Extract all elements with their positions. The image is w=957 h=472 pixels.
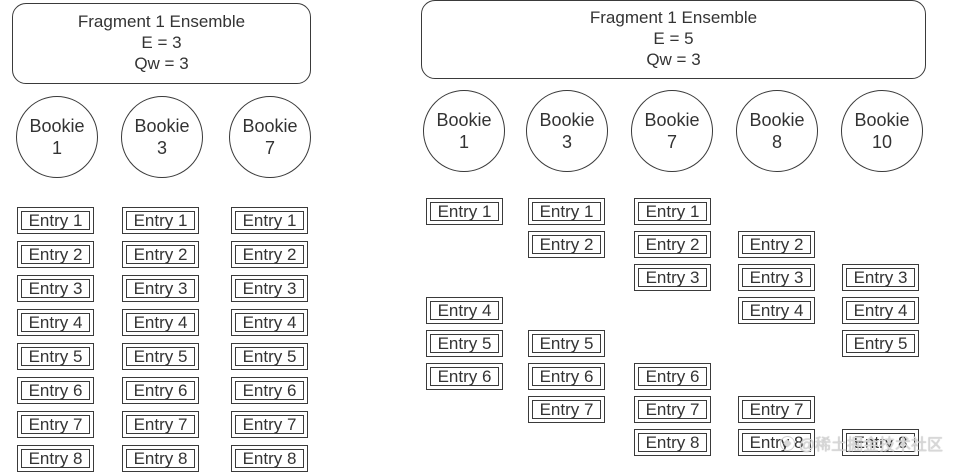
ledger-entry: Entry 6: [122, 377, 199, 404]
ledger-entry: Entry 4: [17, 309, 94, 336]
ledger-entry: Entry 2: [634, 231, 711, 258]
ledger-entry: Entry 7: [122, 411, 199, 438]
bookie-id: 7: [264, 138, 275, 158]
ledger-entry: Entry 7: [231, 411, 308, 438]
bookie-label: Bookie: [242, 116, 298, 136]
bookie-label: Bookie: [854, 110, 910, 130]
ledger-entry: Entry 5: [528, 330, 605, 357]
ledger-entry: Entry 7: [528, 396, 605, 423]
bookie-label: Bookie: [644, 110, 700, 130]
ledger-entry: Entry 4: [231, 309, 308, 336]
ensemble-size: E = 3: [141, 33, 182, 52]
bookie-id: 3: [156, 138, 167, 158]
ledger-entry: Entry 6: [426, 363, 503, 390]
ledger-entry: Entry 4: [842, 297, 919, 324]
bookie-label: Bookie: [134, 116, 190, 136]
bookie-label: Bookie: [749, 110, 805, 130]
ledger-entry: Entry 1: [122, 207, 199, 234]
ledger-entry: Entry 8: [231, 445, 308, 472]
write-quorum: Qw = 3: [646, 50, 701, 69]
ledger-entry: Entry 2: [738, 231, 815, 258]
ledger-entry: Entry 4: [122, 309, 199, 336]
ensemble-size: E = 5: [653, 29, 694, 48]
ensemble-title: Fragment 1 Ensemble: [77, 12, 246, 31]
ledger-entry: Entry 3: [738, 264, 815, 291]
bookie-label: Bookie: [436, 110, 492, 130]
ledger-entry: Entry 7: [634, 396, 711, 423]
ensemble-box: Fragment 1 Ensemble E = 3 Qw = 3: [12, 3, 311, 84]
ledger-entry: Entry 3: [231, 275, 308, 302]
bookie-label: Bookie: [29, 116, 85, 136]
bookie-id: 10: [871, 132, 893, 152]
ledger-entry: Entry 8: [634, 429, 711, 456]
ledger-entry: Entry 1: [231, 207, 308, 234]
ledger-entry: Entry 3: [634, 264, 711, 291]
ledger-entry: Entry 3: [842, 264, 919, 291]
write-quorum: Qw = 3: [134, 54, 189, 73]
ledger-entry: Entry 8: [842, 429, 919, 456]
ledger-entry: Entry 8: [17, 445, 94, 472]
bookie-id: 1: [51, 138, 62, 158]
ledger-entry: Entry 6: [17, 377, 94, 404]
ensemble-box: Fragment 1 Ensemble E = 5 Qw = 3: [421, 0, 926, 79]
bookie-id: 1: [458, 132, 469, 152]
ledger-entry: Entry 1: [634, 198, 711, 225]
ledger-entry: Entry 6: [528, 363, 605, 390]
ledger-entry: Entry 2: [231, 241, 308, 268]
watermark: ◆ @稀土掘金技术社区: [779, 431, 943, 455]
bookie-id: 7: [666, 132, 677, 152]
ledger-entry: Entry 4: [426, 297, 503, 324]
ledger-entry: Entry 2: [17, 241, 94, 268]
bookie-id: 3: [561, 132, 572, 152]
ensemble-title: Fragment 1 Ensemble: [589, 8, 758, 27]
ledger-entry: Entry 1: [17, 207, 94, 234]
ledger-entry: Entry 1: [528, 198, 605, 225]
ledger-entry: Entry 8: [122, 445, 199, 472]
bookie-id: 8: [771, 132, 782, 152]
watermark-text: @稀土掘金技术社区: [798, 437, 943, 454]
bookie-label: Bookie: [539, 110, 595, 130]
ledger-entry: Entry 4: [738, 297, 815, 324]
ledger-entry: Entry 7: [738, 396, 815, 423]
ledger-entry: Entry 5: [426, 330, 503, 357]
ledger-entry: Entry 5: [122, 343, 199, 370]
nugget-logo-icon: ◆: [779, 435, 795, 451]
ledger-entry: Entry 5: [842, 330, 919, 357]
ledger-entry: Entry 6: [634, 363, 711, 390]
ledger-entry: Entry 6: [231, 377, 308, 404]
ledger-entry: Entry 3: [122, 275, 199, 302]
ledger-entry: Entry 3: [17, 275, 94, 302]
ledger-entry: Entry 7: [17, 411, 94, 438]
ledger-entry: Entry 1: [426, 198, 503, 225]
ledger-entry: Entry 5: [17, 343, 94, 370]
ledger-entry: Entry 2: [528, 231, 605, 258]
ledger-entry: Entry 2: [122, 241, 199, 268]
ledger-entry: Entry 8: [738, 429, 815, 456]
ledger-entry: Entry 5: [231, 343, 308, 370]
